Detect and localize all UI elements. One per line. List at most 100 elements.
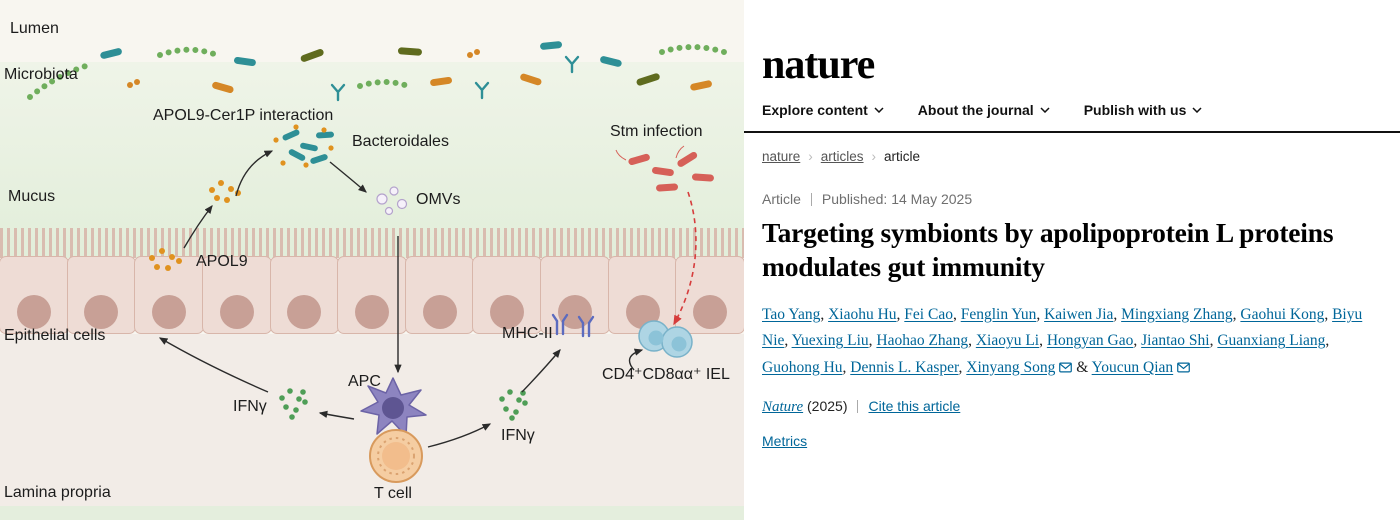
stm-bacteria <box>615 145 714 192</box>
epithelial-cell <box>201 256 272 334</box>
cell-nucleus <box>84 295 119 329</box>
t-cell <box>369 429 423 483</box>
email-icon-wrap[interactable] <box>1177 356 1191 383</box>
author-link[interactable]: Biyu Nie <box>762 305 1363 350</box>
mucus-zone <box>0 62 744 258</box>
label-t-cell: T cell <box>374 485 412 502</box>
bottom-band <box>0 506 744 520</box>
arrow-apol9-up <box>183 205 213 249</box>
omv-vesicles <box>376 186 408 216</box>
microbiota-bacteria <box>27 41 727 102</box>
arrow-apol9-to-bacteroidales <box>235 150 274 197</box>
journal-citation: Nature (2025)Cite this article <box>762 398 1374 416</box>
author-list: Tao Yang, Xiaohu Hu, Fei Cao, Fenglin Yu… <box>762 302 1374 383</box>
label-microbiota: Microbiota <box>4 66 78 83</box>
author-link[interactable]: Xiaoyu Li <box>975 332 1040 350</box>
article-title: Targeting symbionts by apolipoprotein L … <box>762 217 1334 282</box>
author-link[interactable]: Yuexing Liu <box>791 332 869 350</box>
nav-explore-content[interactable]: Explore content <box>762 102 884 118</box>
label-mhc2: MHC-II <box>502 325 553 342</box>
arrow-label-to-iel <box>628 348 644 371</box>
breadcrumb-nature[interactable]: nature <box>762 149 801 164</box>
author-link[interactable]: Fenglin Yun <box>960 305 1037 323</box>
lamina-propria-zone <box>0 334 744 520</box>
nature-logo[interactable]: nature <box>762 42 875 88</box>
epithelial-cell <box>0 256 69 334</box>
arrow-ifng-to-epithelium <box>158 337 269 393</box>
author-link[interactable]: Tao Yang <box>762 305 821 323</box>
arrow-apc-to-ifng <box>318 410 355 420</box>
breadcrumb-current: article <box>884 149 921 164</box>
author-link[interactable]: Youcun Qian <box>1091 358 1174 376</box>
email-icon <box>1177 362 1191 373</box>
arrow-stm-infection <box>673 191 697 326</box>
author-link[interactable]: Haohao Zhang <box>876 332 969 350</box>
label-ifng-left: IFNγ <box>233 398 267 415</box>
ifng-left-cluster <box>279 388 308 420</box>
author-link[interactable]: Mingxiang Zhang <box>1121 305 1233 323</box>
article-meta: Article Published: 14 May 2025 <box>762 191 1374 207</box>
email-icon-wrap[interactable] <box>1059 356 1073 383</box>
epithelial-cell <box>269 256 340 334</box>
label-omvs: OMVs <box>416 191 461 208</box>
published-date: 14 May 2025 <box>891 191 973 207</box>
article-type: Article <box>762 191 801 207</box>
author-link[interactable]: Dennis L. Kasper <box>850 358 959 376</box>
epithelial-cell <box>337 256 407 334</box>
nav-about-the-journal[interactable]: About the journal <box>918 102 1050 118</box>
email-icon <box>1059 362 1073 373</box>
arrow-to-omvs <box>329 161 367 193</box>
cell-nucleus <box>287 295 322 329</box>
breadcrumb-separator: › <box>808 149 813 164</box>
epithelial-cell <box>404 256 475 334</box>
breadcrumb: nature›articles›article <box>762 149 1374 164</box>
chevron-down-icon <box>1040 107 1050 113</box>
author-link[interactable]: Xiaohu Hu <box>828 305 897 323</box>
published-label: Published: <box>821 191 888 207</box>
apc-cell <box>360 377 427 437</box>
label-lumen: Lumen <box>10 20 59 37</box>
epithelial-cell <box>540 256 610 334</box>
figure-artwork <box>27 41 727 483</box>
label-epithelial-cells: Epithelial cells <box>4 327 106 344</box>
label-ifng-right: IFNγ <box>501 427 535 444</box>
author-link[interactable]: Hongyan Gao <box>1046 332 1134 350</box>
brush-border <box>0 228 744 258</box>
site-panel: nature Explore content About the journal… <box>744 0 1400 520</box>
cell-nucleus <box>219 295 254 329</box>
breadcrumb-articles[interactable]: articles <box>820 149 864 164</box>
nav-label: Explore content <box>762 102 868 118</box>
label-interaction: APOL9-Cer1P interaction <box>153 107 334 124</box>
cell-nucleus <box>490 295 525 329</box>
cite-this-article-link[interactable]: Cite this article <box>868 398 961 415</box>
author-link[interactable]: Guanxiang Liang <box>1217 332 1326 350</box>
epithelial-cell <box>675 256 744 334</box>
epithelial-cell-row <box>0 256 744 334</box>
iel-cells <box>638 320 693 358</box>
author-link[interactable]: Fei Cao <box>904 305 953 323</box>
nav-publish-with-us[interactable]: Publish with us <box>1084 102 1203 118</box>
metrics-link[interactable]: Metrics <box>762 433 808 450</box>
label-mucus: Mucus <box>8 188 56 205</box>
author-link[interactable]: Kaiwen Jia <box>1044 305 1114 323</box>
label-stm-infection: Stm infection <box>610 123 703 140</box>
mhc2-icon <box>577 315 595 338</box>
author-link[interactable]: Guohong Hu <box>762 358 843 376</box>
author-link[interactable]: Gaohui Kong <box>1240 305 1325 323</box>
main-nav: Explore content About the journal Publis… <box>744 102 1400 133</box>
cell-nucleus <box>693 295 728 329</box>
figure-panel: Lumen Microbiota APOL9-Cer1P interaction… <box>0 0 744 520</box>
author-link[interactable]: Xinyang Song <box>966 358 1056 376</box>
cell-nucleus <box>422 295 457 329</box>
chevron-down-icon <box>874 107 884 113</box>
meta-divider <box>810 193 812 206</box>
ifng-right-cluster <box>499 389 528 421</box>
arrow-tcell-to-ifng <box>427 423 492 448</box>
apol9-granules <box>149 180 241 271</box>
journal-link[interactable]: Nature <box>762 399 804 416</box>
author-link[interactable]: Jiantao Shi <box>1141 332 1210 350</box>
epithelial-cell <box>607 256 678 334</box>
meta-divider <box>857 400 859 414</box>
epithelial-cell <box>66 256 137 334</box>
nav-label: About the journal <box>917 102 1034 118</box>
